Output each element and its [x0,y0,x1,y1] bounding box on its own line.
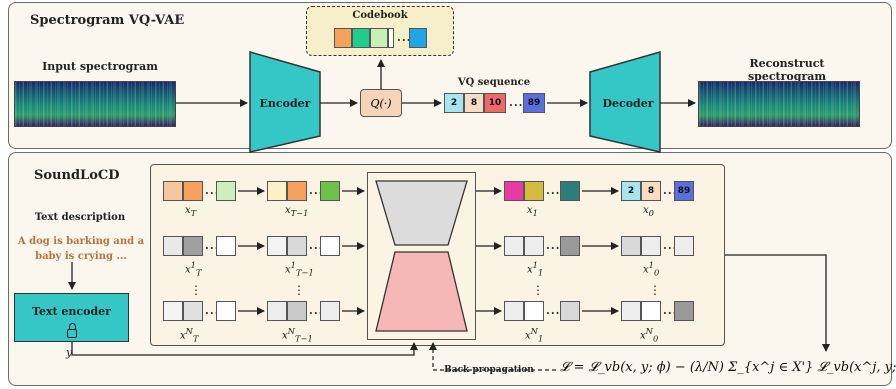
token-x1 [524,181,544,201]
back-propagation-label: Back propagation [444,365,534,375]
token-x0: 2 [621,181,641,201]
token-x0-1 [641,236,661,256]
text-description-line1: A dog is barking and a [17,236,145,247]
token-x0-N [674,301,694,321]
label-xT1: xT−1 [285,205,309,218]
token-xT1-N [320,301,340,321]
codebook-token [388,28,394,48]
token-x1-1 [560,236,580,256]
loss-formula: 𝓛 = 𝓛_vb(x, y; ϕ) − (λ/N) Σ_{x^j ∈ X'} 𝓛… [560,360,896,375]
vertical-ellipsis: ⋮ [293,283,305,297]
token-xT [163,181,183,201]
token-xT [216,181,236,201]
text-description-line2: baby is crying ... [35,251,127,262]
ellipsis: ... [546,184,561,197]
token-x0: 8 [641,181,661,201]
input-spectrogram-label: Input spectrogram [42,60,158,73]
label-x0: x0 [643,205,654,218]
token-x0-N [641,301,661,321]
vertical-ellipsis: ⋮ [190,283,202,297]
token-xT1-N [287,301,307,321]
lora-label: LoRA ϕ [398,286,445,299]
ellipsis: ... [663,239,678,252]
label-xT1-1: x1T−1 [285,260,314,278]
vqvae-title: Spectrogram VQ-VAE [30,13,185,28]
codebook-token [370,28,388,48]
vq-sequence-label: VQ sequence [457,77,531,88]
y-label: y [66,346,73,359]
quantizer-box: Q(·) [360,89,402,117]
token-xT1-1 [287,236,307,256]
token-x0: 89 [674,181,694,201]
ellipsis: ... [205,304,220,317]
token-xT1 [320,181,340,201]
token-xT-1 [163,236,183,256]
unlock-icon [417,300,428,314]
token-x1-1 [504,236,524,256]
quantizer-label: Q(·) [370,96,392,110]
token-xT-1 [216,236,236,256]
token-xT1-N [267,301,287,321]
token-x1-N [560,301,580,321]
token-x0-N [621,301,641,321]
ellipsis: ... [546,304,561,317]
input-spectrogram [14,81,176,127]
lock-icon [417,226,427,241]
vertical-ellipsis: ⋮ [532,283,544,297]
lock-icon [67,323,77,338]
label-x0-1: x10 [643,260,660,278]
vq-token: 2 [444,93,464,113]
token-xT [183,181,203,201]
text-encoder-label: Text encoder [32,305,111,318]
ellipsis: ... [205,239,220,252]
label-x1-1: x11 [527,260,544,278]
ellipsis: ... [309,304,324,317]
soundlocd-title: SoundLoCD [34,168,120,183]
token-xT-1 [183,236,203,256]
token-xT-N [216,301,236,321]
vertical-ellipsis: ⋮ [649,283,661,297]
label-x1-N: xN1 [525,326,544,344]
vq-ellipsis: ... [509,96,524,109]
token-xT1-1 [320,236,340,256]
label-xT-N: xNT [180,326,199,344]
text-description-title: Text description [34,212,126,223]
ellipsis: ... [546,239,561,252]
ellipsis: ... [663,184,678,197]
token-xT1 [267,181,287,201]
codebook-token [334,28,352,48]
token-x0-1 [674,236,694,256]
token-x1 [504,181,524,201]
token-xT1-1 [267,236,287,256]
codebook-token [352,28,370,48]
reconstruct-spectrogram-label: Reconstruct spectrogram [747,57,827,83]
token-x1-1 [524,236,544,256]
ellipsis: ... [663,304,678,317]
token-xT-N [183,301,203,321]
token-x1-N [504,301,524,321]
vq-token: 10 [484,93,506,113]
token-x1-N [524,301,544,321]
reconstruct-spectrogram [698,81,860,127]
text-encoder-box [14,293,129,342]
label-xT1-N: xNT−1 [282,326,313,344]
ellipsis: ... [309,239,324,252]
codebook-ellipsis: ... [397,31,412,44]
token-xT1 [287,181,307,201]
codebook-token [409,28,427,48]
label-x1: x1 [527,205,538,218]
label-xT-1: x1T [185,260,202,278]
codebook-label: Codebook [352,10,408,21]
diffsound-label: DiffSound θ [385,198,458,211]
vq-token: 89 [523,93,545,113]
label-x0-N: xN0 [640,326,659,344]
vq-token: 8 [464,93,484,113]
ellipsis: ... [205,184,220,197]
ellipsis: ... [309,184,324,197]
token-x1 [560,181,580,201]
label-xT: xT [185,205,197,218]
token-x0-1 [621,236,641,256]
token-xT-N [163,301,183,321]
